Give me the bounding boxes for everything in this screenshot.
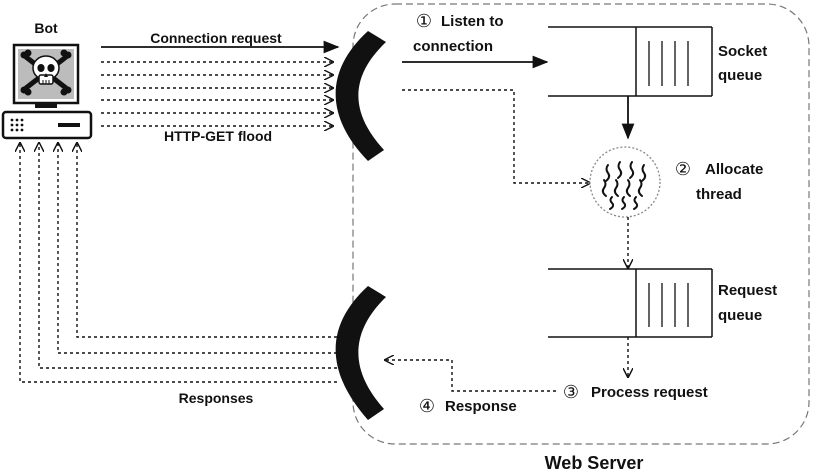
- socket-queue-line1: Socket: [718, 43, 767, 60]
- socket-queue-line2: queue: [718, 67, 762, 84]
- listener-bracket: [335, 31, 386, 161]
- step-3-number: ③: [563, 382, 579, 403]
- response-arrows: [20, 143, 337, 383]
- step-4-number: ④: [419, 396, 435, 417]
- request-queue-line1: Request: [718, 282, 777, 299]
- request-queue-line2: queue: [718, 307, 762, 324]
- socket-queue: [548, 26, 713, 97]
- step-2-line1: Allocate: [705, 161, 763, 178]
- request-queue: [548, 268, 713, 338]
- web-server-boundary: [352, 3, 810, 445]
- step-1-line2: connection: [413, 38, 493, 55]
- step-4-text: Response: [445, 398, 517, 415]
- skull-and-crossbones-icon: [12, 43, 80, 108]
- http-get-flood-arrows: [101, 62, 333, 126]
- step-1-number: ①: [416, 11, 432, 32]
- web-server-label: Web Server: [545, 453, 644, 473]
- step-2-number: ②: [675, 159, 691, 180]
- thread-pool: [589, 146, 661, 218]
- step-1-line1: Listen to: [441, 13, 504, 30]
- responder-bracket: [335, 286, 386, 420]
- responses-label: Responses: [179, 390, 254, 406]
- server-box-icon: [1, 110, 93, 140]
- bot-label: Bot: [34, 20, 58, 36]
- connection-request-label: Connection request: [150, 30, 282, 46]
- step-3-text: Process request: [591, 384, 708, 401]
- process-to-response-arrow: [385, 360, 556, 392]
- listener-to-thread-arrow: [402, 89, 590, 183]
- http-get-flood-label: HTTP-GET flood: [164, 128, 272, 144]
- step-2-line2: thread: [696, 186, 742, 203]
